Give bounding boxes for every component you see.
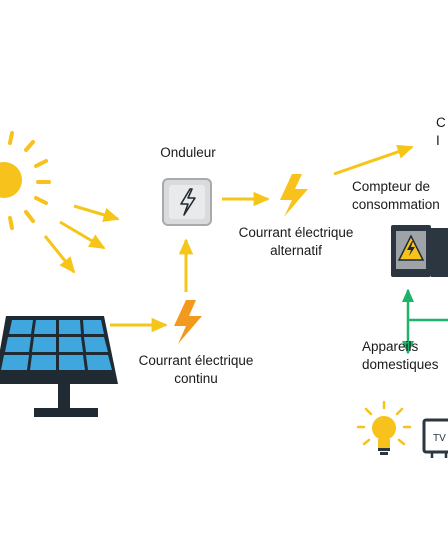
dc-current-label-line1: Courrant électrique bbox=[138, 353, 254, 368]
inverter-icon bbox=[162, 178, 212, 226]
green-distribution-lines bbox=[402, 288, 448, 355]
arrow-ac-to-grid bbox=[333, 144, 414, 176]
sun-rays-arrows bbox=[43, 204, 120, 274]
tv-icon: TV bbox=[422, 418, 448, 458]
ac-current-label-line2: alternatif bbox=[270, 243, 322, 258]
ac-current-label: Courrant électrique alternatif bbox=[226, 224, 366, 260]
lightbulb-icon bbox=[356, 400, 412, 455]
meter-icon bbox=[391, 225, 448, 277]
appliances-label: Appareils domestiques bbox=[362, 338, 448, 374]
meter-label-line2: consommation bbox=[352, 197, 440, 212]
appliances-label-line2: domestiques bbox=[362, 357, 439, 372]
meter-label-line1: Compteur de bbox=[352, 179, 431, 194]
meter-label: Compteur de consommation bbox=[352, 178, 448, 214]
grid-label-line1: C bbox=[436, 115, 446, 130]
grid-label-partial: C I bbox=[436, 114, 448, 150]
tv-icon-label: TV bbox=[433, 433, 446, 444]
dc-current-bolt-icon bbox=[174, 300, 202, 344]
sun-icon bbox=[0, 131, 51, 230]
inverter-label-text: Onduleur bbox=[160, 145, 216, 160]
ac-current-label-line1: Courrant électrique bbox=[238, 225, 354, 240]
dc-current-label: Courrant électrique continu bbox=[128, 352, 264, 388]
ac-current-bolt-icon bbox=[280, 174, 308, 217]
grid-label-line2: I bbox=[436, 133, 440, 148]
dc-current-label-line2: continu bbox=[174, 371, 218, 386]
solar-panel-icon bbox=[0, 316, 118, 417]
appliances-label-line1: Appareils bbox=[362, 339, 419, 354]
inverter-label: Onduleur bbox=[150, 144, 226, 162]
